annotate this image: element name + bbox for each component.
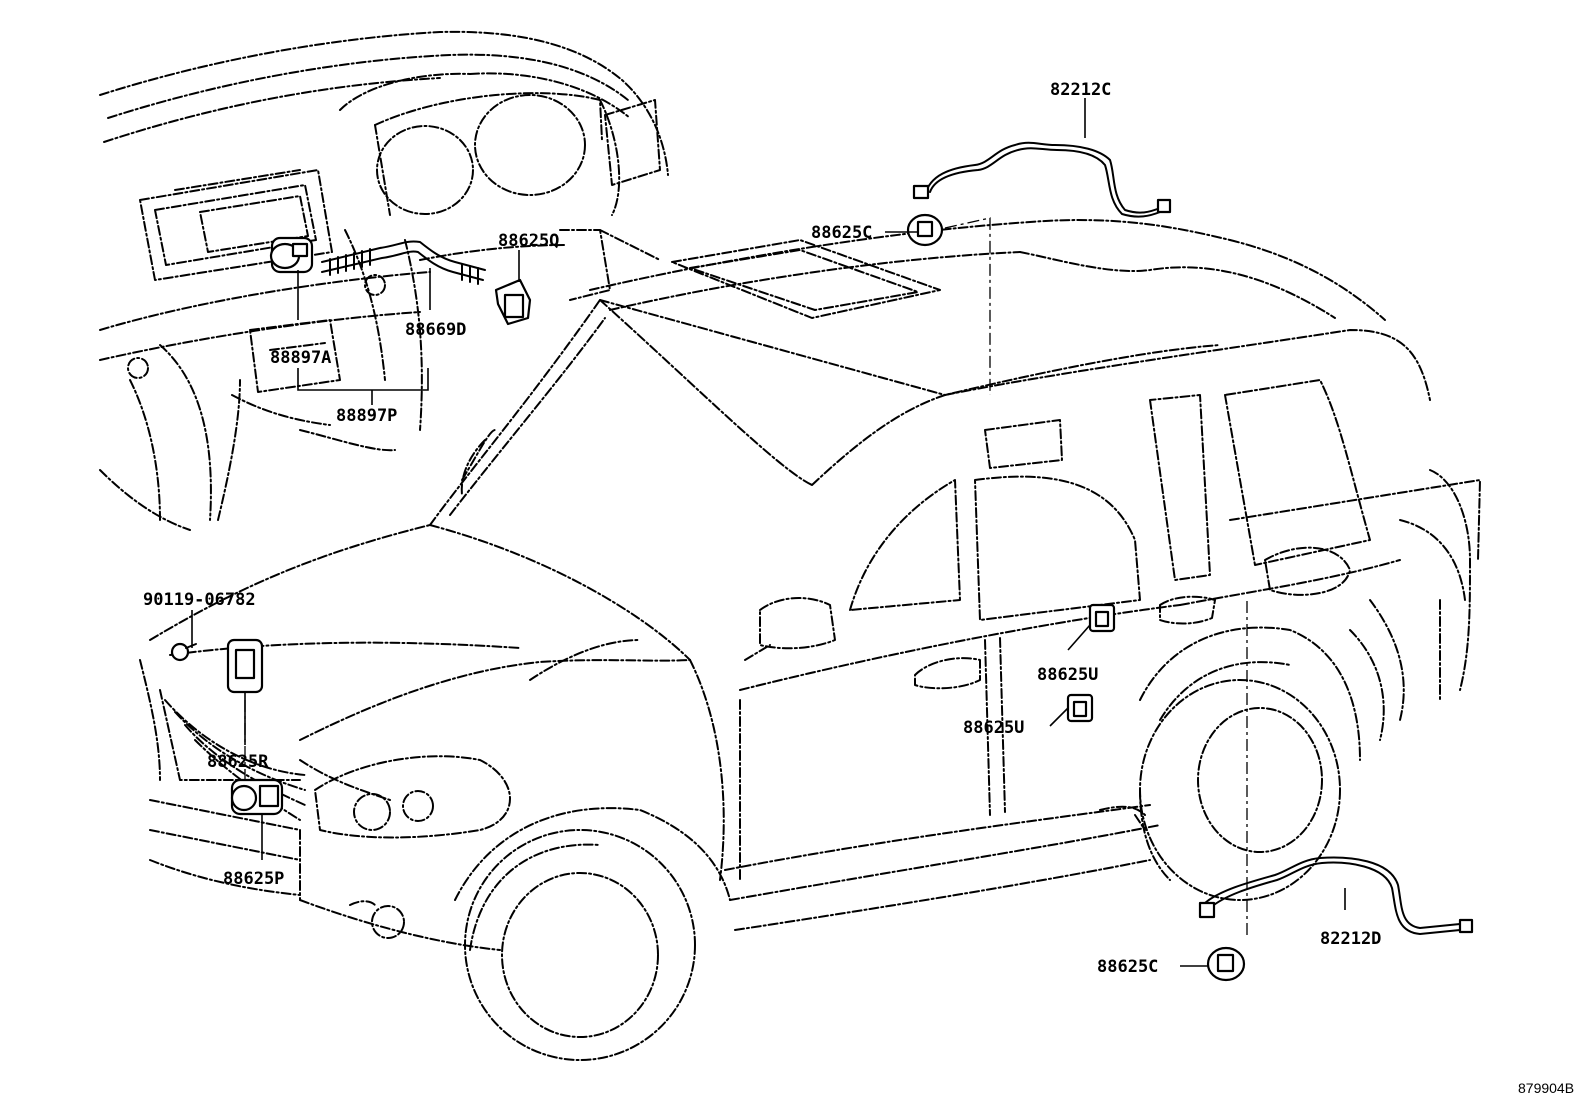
label-88625u-upper: 88625U <box>1037 665 1098 685</box>
label-88625r: 88625R <box>207 752 269 772</box>
switch-88897a <box>269 236 314 274</box>
leader-lines <box>191 98 1346 967</box>
label-88625u-lower: 88625U <box>963 718 1024 738</box>
label-88669d: 88669D <box>405 320 466 340</box>
dashboard-illustration <box>99 30 669 531</box>
label-88625q: 88625Q <box>498 231 559 251</box>
label-90119-06782: 90119-06782 <box>143 590 256 610</box>
sensor-88625c-bottom <box>1206 946 1246 982</box>
part-labels: 82212C 88625C 88625Q 88669D 88897A 88897… <box>143 80 1381 977</box>
label-88897a: 88897A <box>270 348 331 368</box>
label-88897p: 88897P <box>336 406 397 426</box>
wire-harness-82212d <box>1198 856 1474 935</box>
sensor-88625r <box>226 638 264 694</box>
hose-88669d <box>321 240 486 285</box>
diagram-code: 879904B <box>1518 1080 1574 1096</box>
sensor-88625c-top <box>906 213 944 247</box>
sensor-88625u-upper <box>1088 603 1116 633</box>
label-88625p: 88625P <box>223 869 284 889</box>
location-lines <box>244 217 1248 935</box>
label-88625c-bottom: 88625C <box>1097 957 1158 977</box>
sensor-88625q <box>494 278 532 326</box>
label-82212c: 82212C <box>1050 80 1111 100</box>
label-82212d: 82212D <box>1320 929 1381 949</box>
sensor-88625u-lower <box>1066 693 1094 723</box>
sensor-88625p <box>230 778 284 816</box>
bolt-90119 <box>170 642 197 662</box>
vehicle-illustration <box>139 219 1481 1061</box>
wire-harness-82212c <box>912 141 1172 218</box>
label-88625c-top: 88625C <box>811 223 872 243</box>
